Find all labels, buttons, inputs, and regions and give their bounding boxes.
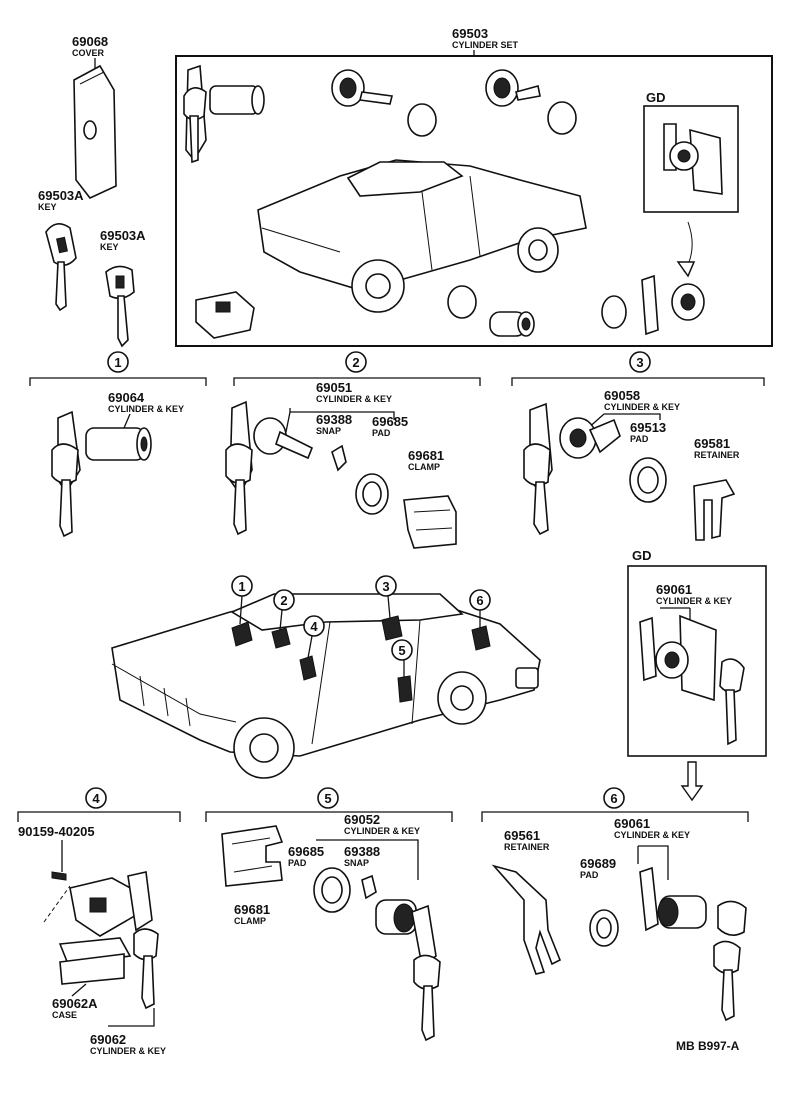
car-marker-3: 3 (382, 579, 389, 594)
cylinder-set-name: CYLINDER SET (452, 40, 519, 50)
g3-p2-number: 69513 (630, 420, 666, 435)
cover-name: COVER (72, 48, 105, 58)
g2-p2-number: 69388 (316, 412, 352, 427)
key-b-name: KEY (100, 242, 119, 252)
g3-p2-name: PAD (630, 434, 649, 444)
group-header-6: 6 (481, 787, 749, 822)
gd-inset-cylinder (663, 123, 723, 195)
car-marker-6: 6 (476, 593, 483, 608)
gd-side-box: GD 69061 CYLINDER & KEY (627, 548, 767, 802)
group-header-4: 4 (17, 787, 181, 822)
g1-p1-name: CYLINDER & KEY (108, 404, 184, 414)
car-marker-4: 4 (310, 619, 318, 634)
g4-p1-number: 90159-40205 (18, 824, 95, 839)
g5-p1-name: CYLINDER & KEY (344, 826, 420, 836)
g5-p2-number: 69685 (288, 844, 324, 859)
g1-p1-number: 69064 (108, 390, 145, 405)
group-header-5: 5 (205, 787, 453, 822)
group-4-parts: 90159-40205 69062A CASE 69062 CYLINDER &… (18, 824, 166, 1056)
drawing-code: MB B997-A (676, 1039, 740, 1053)
gd-side-label: GD (632, 548, 652, 563)
g6-p1-number: 69061 (614, 816, 650, 831)
main-car-illustration: 1 2 3 4 5 6 (111, 575, 541, 779)
g5-p4-number: 69681 (234, 902, 270, 917)
group-header-2: 2 (233, 351, 481, 386)
key-69503a-right: 69503A KEY (100, 228, 146, 348)
g3-p3-number: 69581 (694, 436, 730, 451)
group-5-parts: 69052 CYLINDER & KEY 69685 PAD 69388 SNA… (221, 812, 441, 1042)
g4-p2-number: 69062A (52, 996, 98, 1011)
key-a-number: 69503A (38, 188, 84, 203)
cylinder-set-number: 69503 (452, 26, 488, 41)
set-door-cylinder-2 (485, 69, 541, 107)
g5-p3-number: 69388 (344, 844, 380, 859)
g2-p2-name: SNAP (316, 426, 341, 436)
set-trunk-cylinder (489, 311, 535, 337)
gd-arrow (680, 761, 704, 802)
group-6-parts: 69061 CYLINDER & KEY 69561 RETAINER 6968… (491, 816, 747, 1022)
car-marker-1: 1 (238, 579, 245, 594)
gd-side-name: CYLINDER & KEY (656, 596, 732, 606)
g3-p1-name: CYLINDER & KEY (604, 402, 680, 412)
g6-p1-name: CYLINDER & KEY (614, 830, 690, 840)
g5-p4-name: CLAMP (234, 916, 266, 926)
g2-p4-name: CLAMP (408, 462, 440, 472)
set-pad-3 (601, 295, 627, 329)
g2-p1-number: 69051 (316, 380, 352, 395)
g6-p3-name: PAD (580, 870, 599, 880)
group-marker-5: 5 (324, 791, 331, 806)
key-b-number: 69503A (100, 228, 146, 243)
car-marker-5: 5 (398, 643, 405, 658)
set-pad-1 (407, 103, 437, 137)
g5-p2-name: PAD (288, 858, 307, 868)
g3-p3-name: RETAINER (694, 450, 740, 460)
group-marker-3: 3 (636, 355, 643, 370)
cover-part: 69068 COVER (72, 34, 117, 199)
g2-p3-name: PAD (372, 428, 391, 438)
cylinder-set-box: 69503 CYLINDER SET GD (175, 26, 773, 347)
group-1-parts: 69064 CYLINDER & KEY (51, 390, 184, 538)
car-marker-2: 2 (280, 593, 287, 608)
set-gd-cylinder (641, 274, 705, 336)
set-door-cylinder-1 (331, 69, 393, 107)
gd-side-number: 69061 (656, 582, 692, 597)
cover-number: 69068 (72, 34, 108, 49)
set-pad-2 (547, 101, 577, 135)
gd-inset-label: GD (646, 90, 666, 105)
group-2-parts: 69051 CYLINDER & KEY 69388 SNAP 69685 PA… (225, 380, 457, 549)
group-marker-1: 1 (114, 355, 121, 370)
g5-p1-number: 69052 (344, 812, 380, 827)
set-ignition-cylinder (183, 64, 265, 164)
group-marker-4: 4 (92, 791, 100, 806)
set-car-illustration (257, 159, 587, 313)
g6-p3-number: 69689 (580, 856, 616, 871)
key-a-name: KEY (38, 202, 57, 212)
g6-p2-number: 69561 (504, 828, 540, 843)
g4-p3-name: CYLINDER & KEY (90, 1046, 166, 1056)
group-header-1: 1 (29, 351, 207, 386)
group-marker-2: 2 (352, 355, 359, 370)
g3-p1-number: 69058 (604, 388, 640, 403)
g4-p2-name: CASE (52, 1010, 77, 1020)
g6-p2-name: RETAINER (504, 842, 550, 852)
group-marker-6: 6 (610, 791, 617, 806)
g2-p1-name: CYLINDER & KEY (316, 394, 392, 404)
key-69503a-left: 69503A KEY (38, 188, 84, 312)
g5-p3-name: SNAP (344, 858, 369, 868)
g4-p3-number: 69062 (90, 1032, 126, 1047)
set-pad-4 (447, 285, 477, 319)
g2-p4-number: 69681 (408, 448, 444, 463)
set-glovebox-lock (195, 291, 255, 339)
g2-p3-number: 69685 (372, 414, 408, 429)
group-header-3: 3 (511, 351, 765, 386)
group-3-parts: 69058 CYLINDER & KEY 69513 PAD 69581 RET… (523, 388, 740, 541)
